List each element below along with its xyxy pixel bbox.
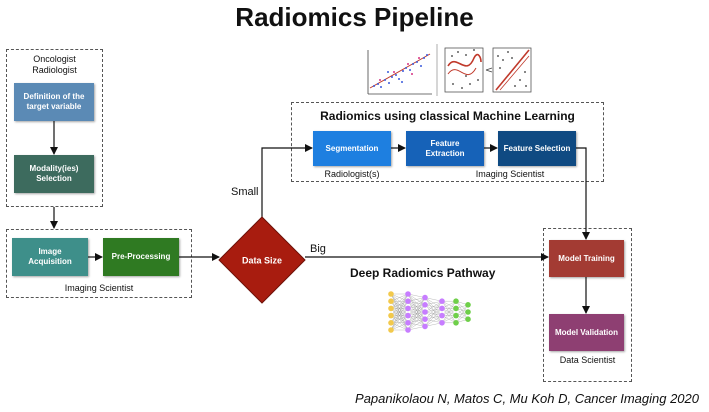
- neural-network-node: [439, 320, 445, 326]
- neural-network-node: [453, 320, 459, 326]
- data-scientist-label: Data Scientist: [559, 355, 616, 365]
- neural-network-node: [422, 294, 428, 301]
- neural-network-node: [405, 312, 411, 319]
- neural-network-node: [453, 298, 459, 305]
- neural-network-node: [465, 316, 471, 323]
- data-size-decision-node[interactable]: [218, 216, 306, 304]
- neural-network-node: [422, 316, 428, 323]
- neural-network-node: [388, 327, 394, 333]
- neural-network-node: [453, 312, 459, 319]
- neural-network-node: [388, 291, 394, 297]
- neural-network-node: [439, 298, 445, 305]
- imaging-scientist-label: Imaging Scientist: [64, 283, 134, 293]
- neural-network-icon: [388, 291, 471, 333]
- neural-network-node: [388, 320, 394, 326]
- neural-network-node: [422, 323, 428, 330]
- neural-network-node: [422, 309, 428, 315]
- arrow-selection-to-training: [576, 147, 590, 240]
- neural-network-node: [439, 305, 445, 312]
- neural-network-node: [405, 298, 411, 305]
- segmentation-node[interactable]: Segmentation: [313, 131, 391, 166]
- page-title: Radiomics Pipeline: [235, 2, 474, 32]
- deep-pathway-title: Deep Radiomics Pathway: [350, 266, 496, 280]
- neural-network-node: [405, 320, 411, 326]
- neural-network-node: [465, 309, 471, 315]
- feature-extraction-node[interactable]: Feature Extraction: [406, 131, 484, 166]
- neural-network-node: [422, 302, 428, 308]
- big-branch-label: Big: [310, 243, 326, 255]
- modality-selection-node[interactable]: Modality(ies) Selection: [14, 155, 94, 193]
- model-training-node[interactable]: Model Training: [549, 240, 624, 277]
- model-validation-node[interactable]: Model Validation: [549, 314, 624, 351]
- data-size-label: Data Size: [242, 256, 282, 266]
- neural-network-node: [465, 302, 471, 308]
- imaging-scientist-ml-label: Imaging Scientist: [475, 169, 545, 179]
- neural-network-node: [405, 305, 411, 312]
- clinician-box: [6, 49, 103, 207]
- pre-processing-node[interactable]: Pre-Processing: [103, 238, 179, 276]
- neural-network-node: [388, 298, 394, 305]
- imaging-box: [6, 229, 192, 298]
- neural-network-node: [405, 291, 411, 297]
- classical-ml-box: [291, 102, 604, 182]
- citation: Papanikolaou N, Matos C, Mu Koh D, Cance…: [355, 391, 699, 406]
- definition-target-variable-node[interactable]: Definition of the target variable: [14, 83, 94, 121]
- radiologists-label: Radiologist(s): [324, 169, 380, 179]
- neural-network-node: [439, 312, 445, 319]
- neural-network-node: [388, 305, 394, 312]
- arrow-small-to-segmentation: [261, 144, 313, 217]
- feature-selection-node[interactable]: Feature Selection: [498, 131, 576, 166]
- svm-boundary-icon: [444, 47, 532, 93]
- clinician-role-label: Oncologist Radiologist: [32, 54, 77, 76]
- image-acquisition-node[interactable]: Image Acquisition: [12, 238, 88, 276]
- small-branch-label: Small: [231, 186, 259, 198]
- scatter-plot-icon: [367, 50, 432, 95]
- classical-ml-title: Radiomics using classical Machine Learni…: [320, 109, 575, 123]
- neural-network-node: [453, 305, 459, 312]
- neural-network-node: [405, 327, 411, 333]
- neural-network-node: [388, 312, 394, 319]
- modeling-box: [543, 228, 632, 382]
